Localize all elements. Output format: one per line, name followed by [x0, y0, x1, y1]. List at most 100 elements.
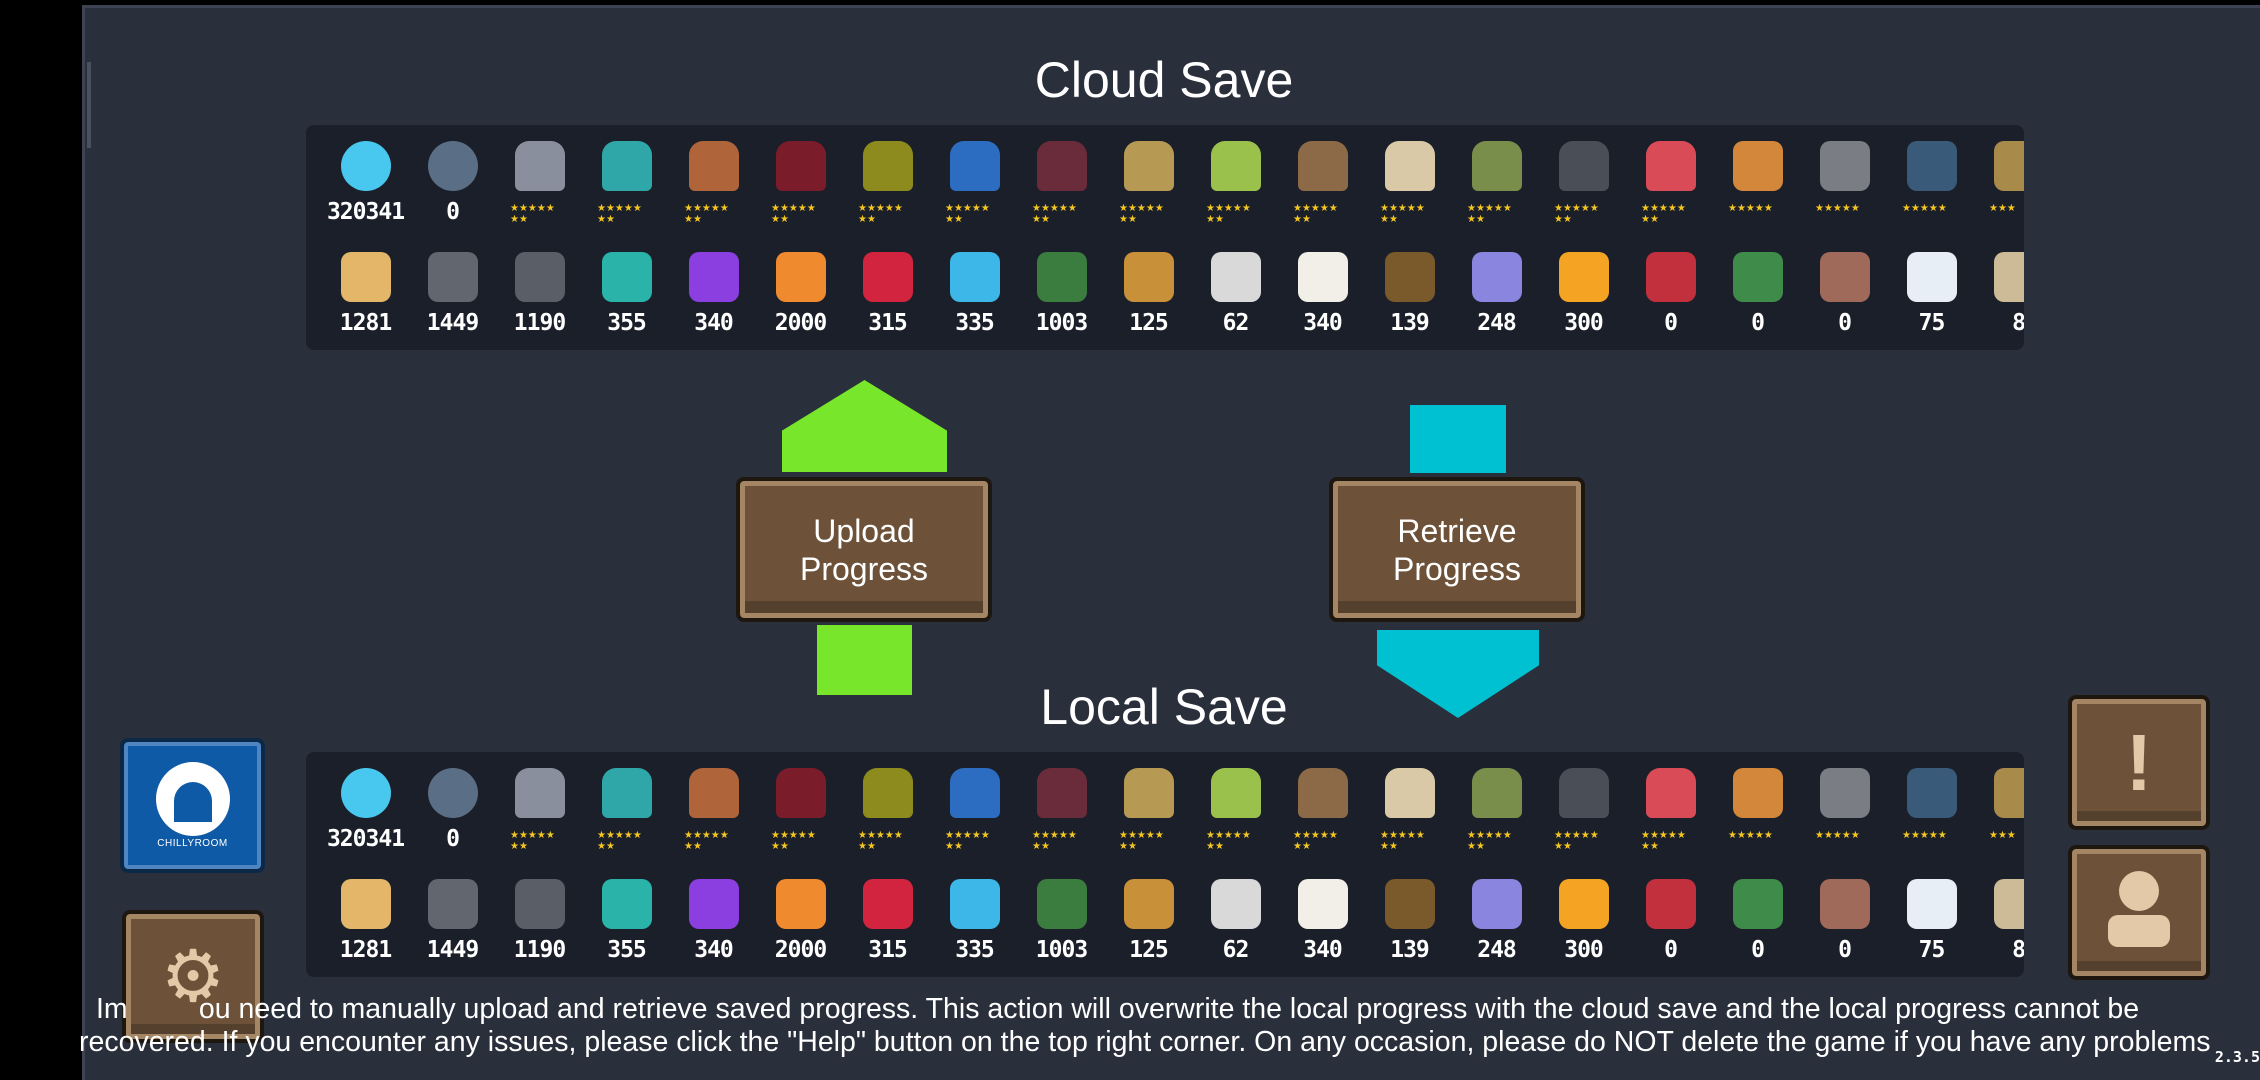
hero-slot: ★★★★★ ★★: [1018, 129, 1105, 229]
battery-icon: [1037, 879, 1087, 929]
resource-slot: 1003: [1018, 867, 1105, 967]
green-tool-icon: [1733, 252, 1783, 302]
white-feather-icon: [1907, 879, 1957, 929]
star-rating: ★★★★★ ★★: [684, 203, 729, 225]
hero-slot: ★★★★★ ★★: [583, 129, 670, 229]
resource-slot: 139: [1366, 240, 1453, 340]
resource-count: 139: [1390, 310, 1430, 336]
resource-slot: 300: [1540, 867, 1627, 967]
resource-slot: 75: [1888, 240, 1975, 340]
retrieve-arrow-tail-icon: [1410, 405, 1506, 473]
telescope-icon: [1385, 252, 1435, 302]
resource-slot: 1449: [409, 240, 496, 340]
resource-slot: 0: [1714, 867, 1801, 967]
star-rating: ★★★★★ ★★: [945, 830, 990, 852]
resource-count: 1003: [1035, 310, 1088, 336]
star-rating: ★★★★★ ★★: [510, 203, 555, 225]
resource-count: 0: [1664, 310, 1678, 336]
resource-slot: 1003: [1018, 240, 1105, 340]
scroll-icon: [1994, 252, 2024, 302]
knight-hero-icon: [515, 141, 565, 191]
star-rating: ★★★: [1989, 203, 2016, 214]
resource-count: 300: [1564, 310, 1604, 336]
werewolf-hero-icon: [1298, 141, 1348, 191]
elf-hero-icon: [1211, 141, 1261, 191]
cloud-save-title: Cloud Save: [1034, 52, 1294, 108]
upload-arrow-tail-icon: [817, 625, 912, 695]
red-box-icon: [1646, 252, 1696, 302]
orange-gem-icon: [776, 879, 826, 929]
resource-count: 8: [2012, 937, 2024, 963]
berserker-hero-icon: [1559, 768, 1609, 818]
hero-slot: ★★★★★ ★★: [1540, 756, 1627, 856]
profile-button[interactable]: [2068, 845, 2210, 980]
resource-count: 355: [607, 310, 647, 336]
hero-slot: ★★★★★ ★★: [1453, 129, 1540, 229]
hero-slot: ★★★★★ ★★: [1279, 756, 1366, 856]
resource-count: 248: [1477, 937, 1517, 963]
resource-slot: 315: [844, 867, 931, 967]
star-rating: ★★★★★ ★★: [858, 830, 903, 852]
resource-slot: 62: [1192, 867, 1279, 967]
help-button[interactable]: !: [2068, 695, 2210, 830]
upload-progress-button[interactable]: Upload Progress: [736, 477, 992, 622]
star-rating: ★★★★★: [1815, 203, 1860, 214]
dancer-hero-icon: [1646, 141, 1696, 191]
hero-slot: ★★★★★ ★★: [670, 129, 757, 229]
star-rating: ★★★★★ ★★: [858, 203, 903, 225]
resource-slot: 335: [931, 240, 1018, 340]
berserker-hero-icon: [1559, 141, 1609, 191]
horn-icon: [1124, 252, 1174, 302]
pet-slot: ★★★★★: [1801, 129, 1888, 229]
circuit-chip-icon: [1211, 879, 1261, 929]
version-label: 2.3.5: [2214, 1048, 2260, 1066]
star-rating: ★★★★★ ★★: [1032, 203, 1077, 225]
resource-count: 315: [868, 937, 908, 963]
star-rating: ★★★★★ ★★: [1119, 830, 1164, 852]
retrieve-progress-button[interactable]: Retrieve Progress: [1329, 477, 1585, 622]
scroll-indicator: [87, 62, 91, 148]
hero-slot: ★★★★★ ★★: [931, 129, 1018, 229]
resource-count: 315: [868, 310, 908, 336]
scroll-icon: [1994, 879, 2024, 929]
gems-icon: [341, 768, 391, 818]
hero-slot: ★★★★★ ★★: [1540, 129, 1627, 229]
priestess-hero-icon: [1385, 768, 1435, 818]
chillyroom-account-button[interactable]: CHILLYROOM: [120, 738, 265, 873]
star-rating: ★★★★★ ★★: [1380, 203, 1425, 225]
resource-slot: 1281: [322, 867, 409, 967]
resource-count: 62: [1222, 310, 1250, 336]
red-crystal-icon: [863, 252, 913, 302]
pet-slot: ★★★★★: [1888, 756, 1975, 856]
hero-slot: ★★★★★ ★★: [496, 756, 583, 856]
feather-coin-icon: [428, 141, 478, 191]
gems-icon: [341, 141, 391, 191]
wizard-hero-icon: [689, 768, 739, 818]
star-rating: ★★★★★ ★★: [1119, 203, 1164, 225]
gear-icon: ⚙: [160, 936, 226, 1017]
resource-slot: 1281: [322, 240, 409, 340]
hero-slot: ★★★★★ ★★: [1627, 756, 1714, 856]
star-rating: ★★★: [1989, 830, 2016, 841]
cotton-sack-icon: [1298, 879, 1348, 929]
star-rating: ★★★★★ ★★: [597, 830, 642, 852]
settings-button[interactable]: ⚙: [122, 910, 264, 1043]
star-rating: ★★★★★ ★★: [510, 830, 555, 852]
retrieve-progress-label: Retrieve Progress: [1392, 512, 1522, 587]
paladin-hero-icon: [1124, 141, 1174, 191]
blue-crystal-icon: [950, 879, 1000, 929]
resource-count: 1003: [1035, 937, 1088, 963]
star-rating: ★★★★★ ★★: [1554, 203, 1599, 225]
resource-slot: 125: [1105, 240, 1192, 340]
hero-slot: ★★★★★ ★★: [1192, 756, 1279, 856]
pet-slot: ★★★★★: [1801, 756, 1888, 856]
star-rating: ★★★★★ ★★: [1293, 203, 1338, 225]
resource-slot: 340: [670, 240, 757, 340]
purple-crystal-icon: [689, 252, 739, 302]
resource-count: 340: [694, 937, 734, 963]
resource-slot: 1190: [496, 240, 583, 340]
dancer-hero-icon: [1646, 768, 1696, 818]
knight-hero-icon: [515, 768, 565, 818]
